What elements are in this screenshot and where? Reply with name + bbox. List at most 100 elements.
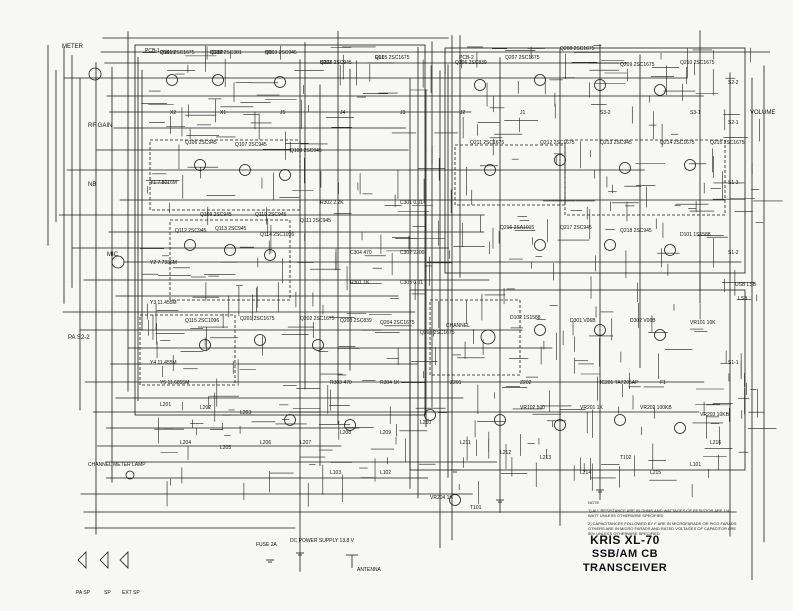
transistor-symbol	[594, 79, 606, 91]
component-label: Q107 2SC945	[235, 142, 267, 148]
component-label: D302 V06B	[630, 318, 656, 324]
transistor-symbol	[264, 249, 276, 261]
component-label: L204	[180, 440, 192, 446]
component-label: R303 470	[330, 380, 352, 386]
component-label: Q114 2SC1096	[260, 232, 295, 238]
title-subtitle: SSB/AM CB TRANSCEIVER	[582, 548, 668, 574]
component-label: J5	[280, 110, 286, 116]
component-label: J2	[460, 110, 466, 116]
label-usb-lsb: USB LSB	[735, 282, 757, 288]
component-label: S3-1	[690, 110, 701, 116]
component-label: Q201 2SC1675	[240, 316, 275, 322]
transistor-symbol	[194, 159, 206, 171]
transistor-symbol	[312, 339, 324, 351]
label-rf-gain: RF GAIN	[88, 123, 113, 129]
note-1: 1) ALL RESISTANCE ARE IN OHMS AND WATTAG…	[588, 508, 730, 518]
component-label: F1	[660, 380, 666, 386]
component-label: L205	[220, 445, 232, 451]
transistor-symbol	[674, 422, 686, 434]
label-antenna: ANTENNA	[357, 567, 381, 573]
component-label: Q103 2SC945	[265, 50, 297, 56]
component-label: Q206 2SC839	[455, 60, 487, 66]
component-label: Q106 2SC945	[185, 140, 217, 146]
component-label: Q109 2SC945	[200, 212, 232, 218]
component-label: L213	[540, 455, 552, 461]
transistor-symbol	[534, 239, 546, 251]
transistor-symbol	[199, 339, 211, 351]
component-label: L103	[330, 470, 342, 476]
notes-heading: NOTE	[588, 500, 600, 505]
component-label: L208	[340, 430, 352, 436]
label-meter: METER	[62, 44, 83, 50]
transistor-symbol	[654, 84, 666, 96]
label-fuse: FUSE 2A	[256, 542, 277, 548]
component-label: Q212 2SC1675	[540, 140, 575, 146]
component-label: Y1 7.8016M	[150, 180, 177, 186]
component-label: Q218 2SC945	[620, 228, 652, 234]
component-label: J4	[340, 110, 346, 116]
label-sp: SP	[104, 590, 111, 596]
component-label: RL1	[375, 55, 385, 61]
component-label: Q208 2SC1675	[560, 46, 595, 52]
transistor-symbol	[664, 244, 676, 256]
component-label: C302 2200	[400, 250, 425, 256]
component-label: Q105 2SC1675	[375, 55, 410, 61]
transistor-symbol	[284, 414, 296, 426]
label-pcb2: PCB-2	[459, 55, 474, 61]
component-label: L215	[650, 470, 662, 476]
ext-speaker-icon	[119, 551, 129, 569]
component-label: L209	[380, 430, 392, 436]
label-nb: NB	[88, 182, 97, 188]
transistor-symbol	[684, 159, 696, 171]
component-label: Q209 2SC1675	[620, 62, 655, 68]
transistor-symbol	[474, 79, 486, 91]
component-label: Y2 7.7936M	[150, 260, 177, 266]
component-label: Q112 2SC945	[175, 228, 207, 234]
component-label: D101 1S1588	[680, 232, 711, 238]
component-label: Q215 2SC1675	[710, 140, 745, 146]
component-label: L203	[240, 410, 252, 416]
transistor-symbol	[239, 164, 251, 176]
component-label: L201	[160, 402, 172, 408]
transistor-symbol	[212, 74, 224, 86]
label-ext-sp: EXT SP	[122, 590, 140, 596]
label-volume: VOLUME	[750, 110, 776, 116]
pa-speaker-icon	[77, 551, 87, 569]
transistor-symbol	[619, 162, 631, 174]
component-label: L207	[300, 440, 312, 446]
component-label: S1-3	[728, 180, 739, 186]
diagram-title: KRIS XL-70 SSB/AM CB TRANSCEIVER	[565, 533, 685, 575]
audio-block	[139, 314, 236, 386]
component-label: S3-2	[600, 110, 611, 116]
component-label: Q211 2SC1675	[470, 140, 505, 146]
label-channel-meter-lamp: CHANNEL METER LAMP	[88, 462, 146, 468]
notes-block: NOTE 1) ALL RESISTANCE ARE IN OHMS AND W…	[588, 500, 738, 536]
component-label: VR101 10K	[690, 320, 716, 326]
transistor-symbol	[534, 74, 546, 86]
transistor-symbol	[184, 239, 196, 251]
transistor-symbol	[166, 74, 178, 86]
label-dc-power: DC POWER SUPPLY 13.8 V	[290, 538, 355, 544]
component-label: T101	[470, 505, 482, 511]
component-label: Q111 2SC945	[300, 218, 331, 224]
transistor-symbol	[254, 334, 266, 346]
label-pa-sp: PA SP	[76, 590, 91, 596]
component-label: X2	[170, 110, 177, 116]
component-label: VR202 100KB	[640, 405, 672, 411]
component-label: L102	[380, 470, 392, 476]
component-label: T102	[620, 455, 632, 461]
transistor-symbol	[449, 494, 461, 506]
component-label: Q210 2SC1675	[680, 60, 715, 66]
transistor-symbol	[554, 154, 566, 166]
component-label: Q104 2SC945	[320, 60, 352, 66]
mic-connector-symbol	[111, 255, 125, 269]
component-label: VR203 10KB	[700, 412, 729, 418]
label-pcb1: PCB-1	[145, 48, 160, 54]
component-label: J3	[400, 110, 406, 116]
component-label: Z201	[450, 380, 462, 386]
component-label: VR201 1K	[580, 405, 603, 411]
component-label: S1-2	[728, 250, 739, 256]
component-label: R304 1K	[380, 380, 400, 386]
component-label: BD	[265, 50, 272, 56]
